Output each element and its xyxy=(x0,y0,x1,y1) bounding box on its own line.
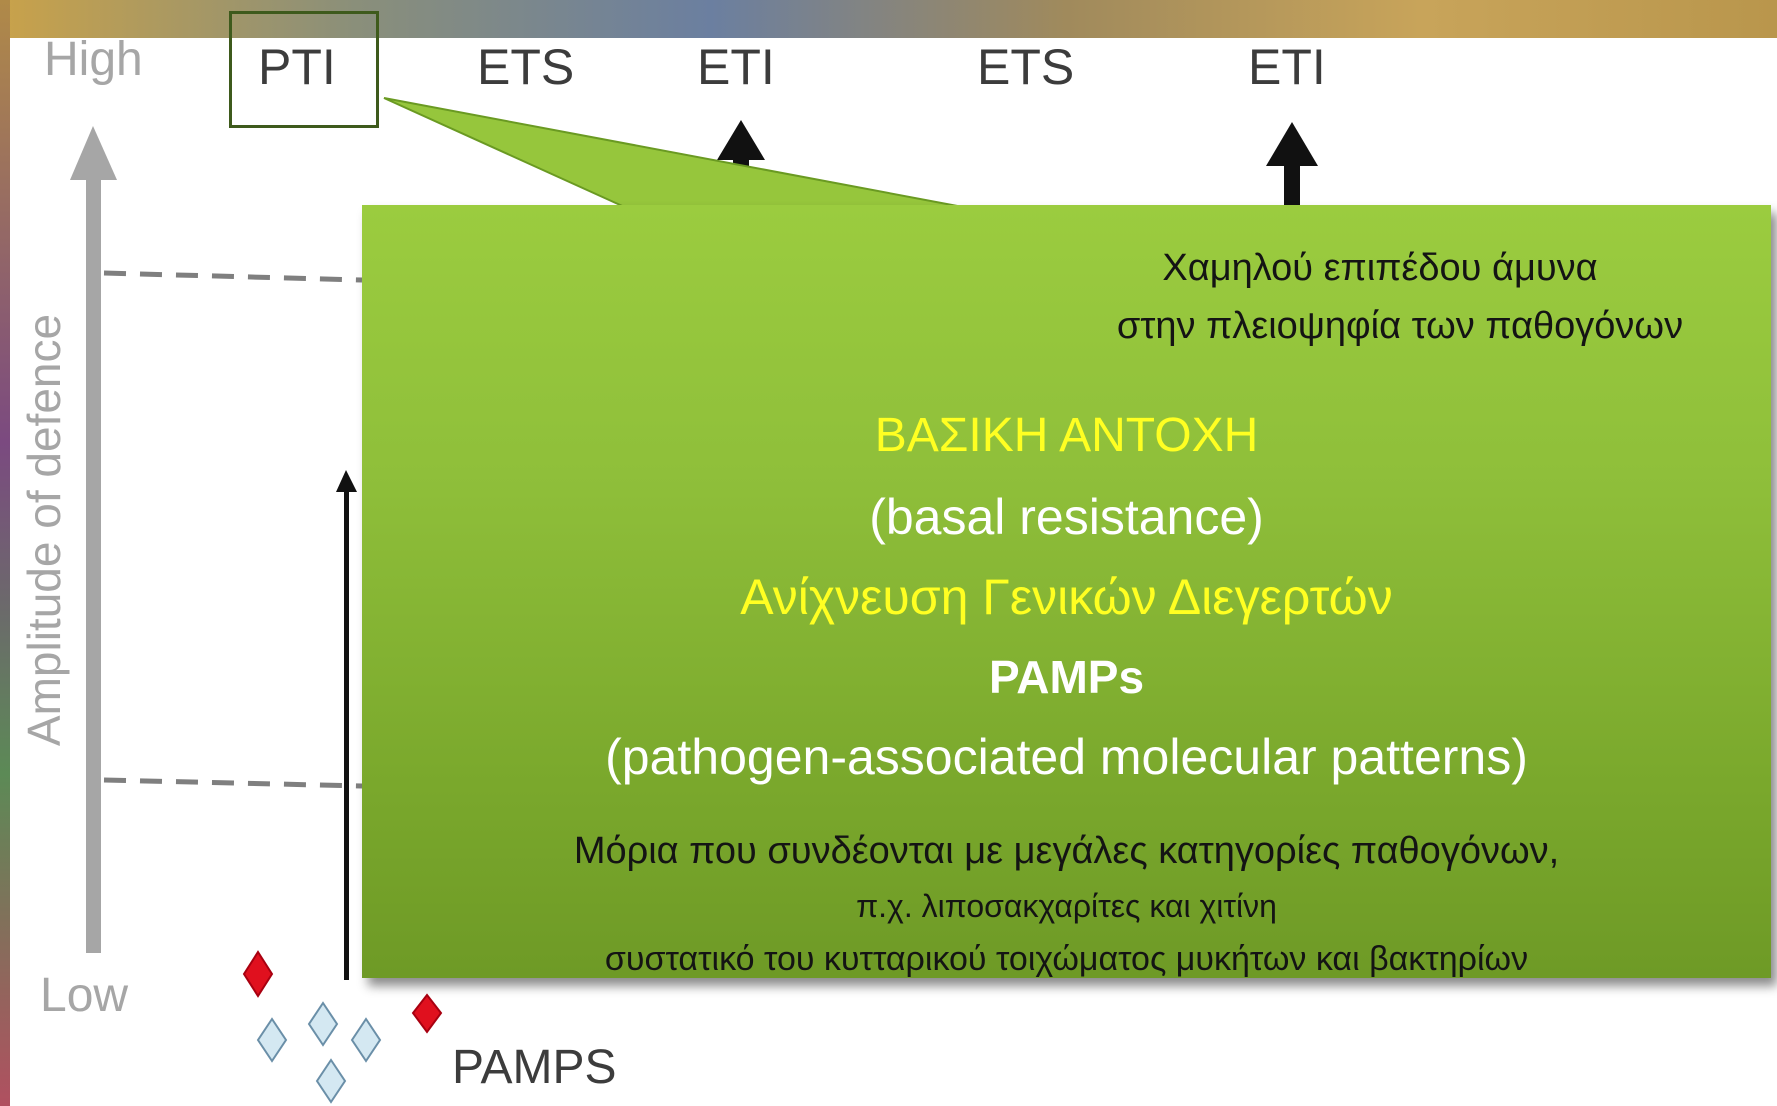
pti-response-arrow xyxy=(336,470,357,980)
phase-label-ets-2: ETS xyxy=(977,39,1075,95)
pamps-label: PAMPS xyxy=(452,1041,617,1094)
blue-diamond-1 xyxy=(256,1017,288,1063)
phase-label-ets-1: ETS xyxy=(477,39,575,95)
eti-arrow-2 xyxy=(1266,122,1318,210)
callout-basal-resistance-gr: ΒΑΣΙΚΗ ΑΝΤΟΧΗ xyxy=(874,409,1259,462)
blue-diamond-3 xyxy=(350,1017,382,1063)
callout-low-level-line1: Χαμηλού επιπέδου άμυνα xyxy=(1162,247,1598,289)
phase-label-eti-2: ETI xyxy=(1248,39,1326,95)
pamps-diamonds xyxy=(242,950,443,1104)
pti-highlight-box xyxy=(229,11,379,128)
pti-callout-box xyxy=(362,205,1771,978)
callout-detection: Ανίχνευση Γενικών Διεγερτών xyxy=(740,569,1393,625)
axis-low-label: Low xyxy=(40,969,129,1022)
callout-pamps-bold: PAMPs xyxy=(988,651,1145,703)
background-photo-strip-left xyxy=(0,0,10,1106)
blue-diamond-2 xyxy=(307,1001,339,1047)
blue-diamond-4 xyxy=(315,1058,347,1104)
red-diamond-2 xyxy=(411,993,443,1034)
phase-label-eti-1: ETI xyxy=(697,39,775,95)
amplitude-axis-arrow xyxy=(70,126,117,953)
phase-label-pti: PTI xyxy=(258,39,336,95)
red-diamond-1 xyxy=(242,950,274,998)
callout-basal-resistance-en: (basal resistance) xyxy=(869,489,1264,545)
background-photo-strip-top xyxy=(0,0,1777,40)
axis-high-label: High xyxy=(44,33,143,86)
callout-molecules-line2: π.χ. λιποσακχαρίτες και χιτίνη xyxy=(856,888,1277,924)
threshold-dashed-lines xyxy=(103,270,363,789)
callout-low-level-line2: στην πλειοψηφία των παθογόνων xyxy=(1116,305,1684,347)
callout-pamps-full: (pathogen-associated molecular patterns) xyxy=(605,729,1528,785)
callout-molecules-line1: Μόρια που συνδέονται με μεγάλες κατηγορί… xyxy=(573,830,1560,872)
callout-molecules-line3: συστατικό του κυτταρικού τοιχώματος μυκή… xyxy=(604,940,1529,978)
